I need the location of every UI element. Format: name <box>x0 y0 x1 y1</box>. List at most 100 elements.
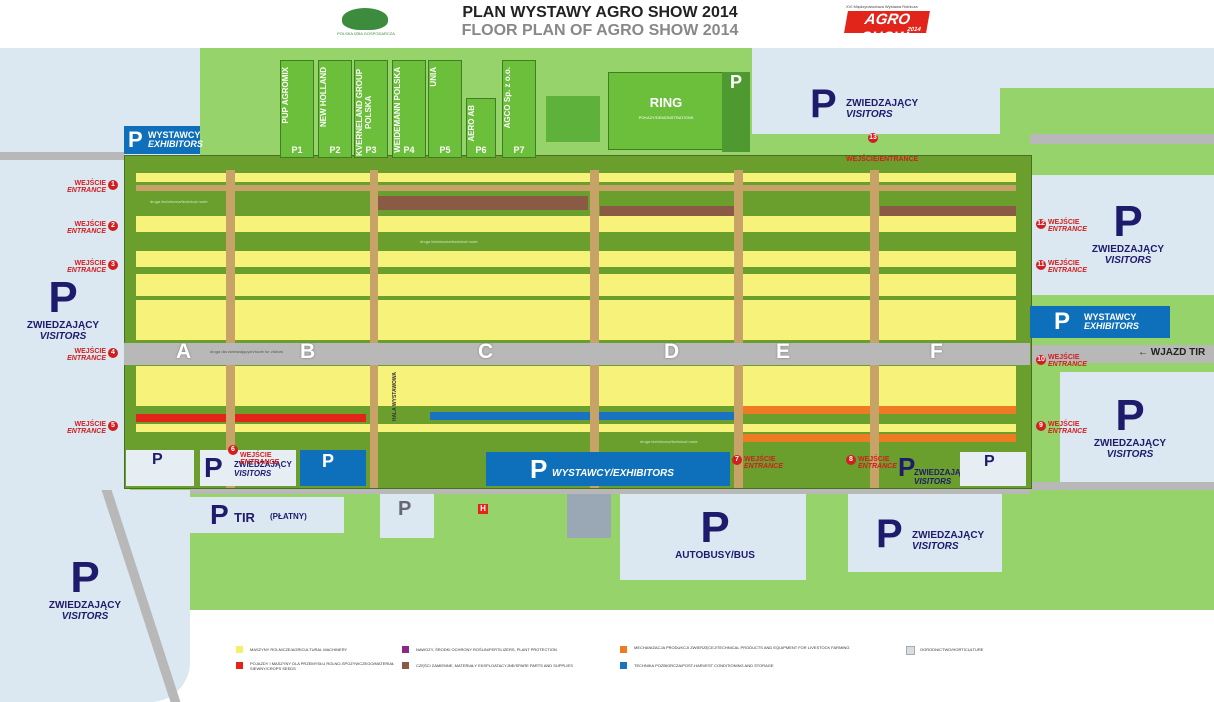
route-vertical-2 <box>370 170 378 488</box>
entrance-6-marker[interactable]: 6 <box>228 445 238 455</box>
road-wjazd-tir <box>1030 345 1214 363</box>
entrance-8-marker[interactable]: 8 <box>846 455 856 465</box>
entrance-9-marker[interactable]: 9 <box>1036 421 1046 431</box>
route-horizontal-top <box>136 185 1016 191</box>
entrance-10-marker[interactable]: 10 <box>1036 355 1046 365</box>
route-vertical-5 <box>870 170 879 488</box>
legend-label-agricultural: MASZYNY ROLNICZE/AGRICULTURAL MACHINERY <box>250 647 348 652</box>
entrance-5-marker[interactable]: 5 <box>108 421 118 431</box>
road-bottom-main <box>190 486 1030 494</box>
ring-parking[interactable]: P <box>722 72 750 152</box>
entrance-7-marker[interactable]: 7 <box>732 455 742 465</box>
technical-route-label-2: droga techniczna/technical route <box>420 239 478 244</box>
parking-tir[interactable]: P TIR (PŁATNY) <box>210 499 307 530</box>
stand-row-upper-3 <box>136 251 1016 267</box>
entrance-12-marker[interactable]: 12 <box>1036 219 1046 229</box>
parking-lot-right <box>1030 175 1214 295</box>
parking-blue-small[interactable]: P <box>300 450 366 486</box>
stand-row-upper-1 <box>136 173 1016 182</box>
parking-small-left-box[interactable]: P <box>126 450 194 486</box>
demonstration-ring[interactable]: RING POKAZY/DEMONSTRATIONS <box>608 72 724 150</box>
road-left-perimeter <box>0 152 124 160</box>
parking-mid-small-lot <box>380 494 434 538</box>
parking-small-right-box[interactable]: P <box>960 452 1026 486</box>
stand-row-lower-2 <box>136 424 1016 432</box>
parking-exhibitors-bottom[interactable]: P WYSTAWCY/EXHIBITORS <box>486 452 730 486</box>
parking-lot-top-right-ext <box>752 48 1214 88</box>
hall-label-e: E <box>776 340 791 363</box>
entrance-1-marker[interactable]: 1 <box>108 180 118 190</box>
parking-tir-lot <box>186 497 344 533</box>
entrance-2-marker[interactable]: 2 <box>108 221 118 231</box>
stand-brown-c <box>378 196 588 210</box>
parking-bus[interactable]: P AUTOBUSY/BUS <box>675 503 755 562</box>
organizer-logo-text: POLSKA IZBA GOSPODARCZA <box>337 31 395 36</box>
legend-swatch-livestock <box>620 646 627 653</box>
stand-row-lower-orange2 <box>742 434 1016 442</box>
ring-title: RING <box>649 95 683 110</box>
pavilion-p7[interactable]: AGCO Sp. z o.o.P7 <box>502 60 536 158</box>
legend-label-livestock: MECHANIZACJA PRODUKCJI ZWIERZĘCEJ/TECHNI… <box>634 645 850 650</box>
technical-route-label-1: droga techniczna/technical route <box>150 199 208 204</box>
arrow-left-icon: ← <box>1138 347 1148 358</box>
green-info-box <box>546 96 600 142</box>
legend-swatch-post-harvest <box>620 662 627 669</box>
exhibition-hall-label: HALA WYSTAWOWA <box>392 372 398 422</box>
service-building <box>567 492 611 538</box>
stand-brown-f <box>880 206 1016 216</box>
parking-mid-small[interactable]: P <box>398 498 412 520</box>
legend-label-horticulture: OGRODNICTWO/HORTICULTURE <box>920 647 984 652</box>
route-vertical-1 <box>226 170 235 488</box>
wjazd-tir-label: ← WJAZD TIR <box>1138 347 1206 358</box>
stand-brown-d <box>600 206 740 216</box>
hall-label-a: A <box>176 340 192 363</box>
legend-label-spare-parts: CZĘŚCI ZAMIENNE, MATERIAŁY EKSPLOATACYJN… <box>416 663 573 668</box>
visitors-route-label: droga dla zwiedzających/route for visito… <box>210 349 284 354</box>
road-right-perimeter <box>1030 134 1214 144</box>
stand-row-upper-2 <box>136 216 1016 232</box>
legend-swatch-food-industry <box>236 662 243 669</box>
legend-swatch-spare-parts <box>402 662 409 669</box>
technical-route-label-3: droga techniczna/technical route <box>640 439 698 444</box>
road-bottom-right <box>1030 482 1214 490</box>
stand-row-lower-blue <box>430 412 742 420</box>
agroshow-logo-caption: XVI Międzynarodowa Wystawa Rolnicza <box>846 4 918 9</box>
entrance-11-marker[interactable]: 11 <box>1036 260 1046 270</box>
stand-row-lower-1 <box>136 366 1016 406</box>
stand-row-lower-orange <box>742 406 1016 414</box>
entrance-3-marker[interactable]: 3 <box>108 260 118 270</box>
hall-label-c: C <box>478 340 494 363</box>
entrance-13-marker[interactable]: 13 <box>868 133 878 143</box>
legend-label-food-industry: POJAZDY I MASZYNY DLA PRZEMYSŁU ROLNO-SP… <box>250 661 395 671</box>
stand-row-upper-4 <box>136 274 1016 296</box>
entrance-4-marker[interactable]: 4 <box>108 348 118 358</box>
route-vertical-3 <box>590 170 599 488</box>
